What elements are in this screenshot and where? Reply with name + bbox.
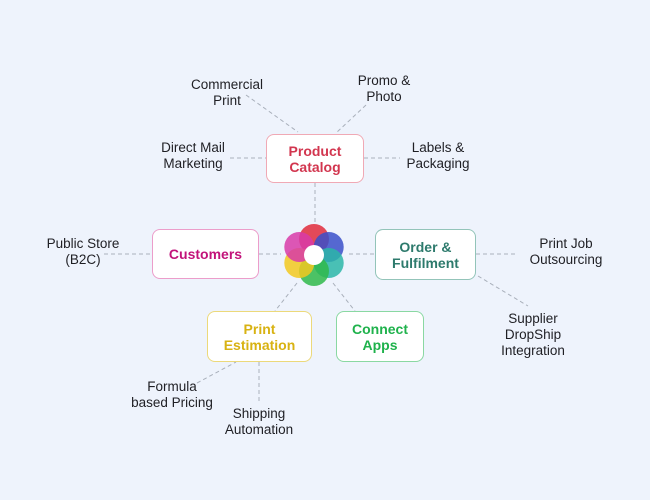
connect-apps-box[interactable]: Connect Apps — [336, 311, 424, 362]
flower-logo-icon — [284, 224, 344, 286]
connector-hub-estimation — [274, 282, 298, 312]
promo-photo-label: Promo & Photo — [357, 73, 411, 104]
connector-hub-connect-apps — [332, 282, 356, 312]
connector-commercial-print — [245, 94, 299, 133]
connect-apps-label: Connect Apps — [352, 320, 408, 353]
public-store-label: Public Store (B2C) — [46, 236, 120, 267]
commercial-print-label: Commercial Print — [190, 77, 263, 108]
shipping-automation-label: Shipping Automation — [224, 406, 294, 437]
print-estimation-box[interactable]: Print Estimation — [207, 311, 312, 362]
connector-supplier-dropship — [477, 275, 529, 307]
formula-pricing-label: Formula based Pricing — [131, 379, 213, 410]
product-catalog-label: Product Catalog — [288, 142, 342, 175]
print-estimation-label: Print Estimation — [223, 320, 296, 353]
print-job-label: Print Job Outsourcing — [529, 236, 603, 267]
direct-mail-label: Direct Mail Marketing — [161, 140, 225, 171]
order-fulfilment-box[interactable]: Order & Fulfilment — [375, 229, 476, 280]
labels-packaging-label: Labels & Packaging — [406, 140, 470, 171]
customers-label: Customers — [168, 246, 243, 262]
product-catalog-box[interactable]: Product Catalog — [266, 134, 364, 183]
connector-promo-photo — [335, 104, 367, 134]
order-fulfilment-label: Order & Fulfilment — [392, 238, 459, 271]
supplier-dropship-label: Supplier DropShip Integration — [501, 311, 565, 358]
customers-box[interactable]: Customers — [152, 229, 259, 279]
connector-formula-pricing — [196, 361, 237, 384]
